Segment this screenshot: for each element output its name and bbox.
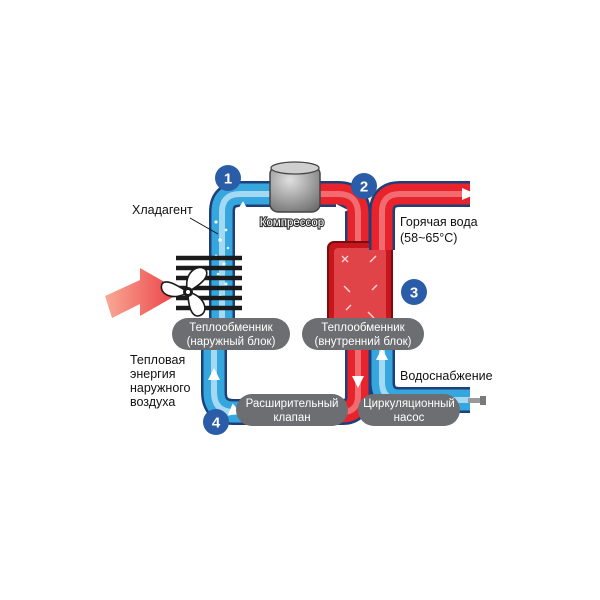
indoor-heat-exchanger-pill: Теплообменник (внутренний блок) xyxy=(302,318,424,350)
svg-text:Теплообменник: Теплообменник xyxy=(321,322,405,334)
refrigerant-label: Хладагент xyxy=(132,203,193,217)
hot-water-pipe xyxy=(369,181,470,250)
svg-text:Циркуляционный: Циркуляционный xyxy=(363,398,455,410)
svg-text:клапан: клапан xyxy=(273,412,310,424)
water-supply-label: Водоснабжение xyxy=(400,369,493,383)
step-badge-1: 1 xyxy=(215,165,241,191)
svg-text:Расширительный: Расширительный xyxy=(246,398,339,410)
hot-water-label: Горячая вода xyxy=(400,215,478,229)
svg-text:3: 3 xyxy=(410,285,418,302)
ambient-heat-arrow xyxy=(105,268,182,318)
hot-water-temp-label: (58~65°C) xyxy=(400,231,457,245)
step-badge-3: 3 xyxy=(401,279,427,305)
svg-text:(внутренний блок): (внутренний блок) xyxy=(314,336,411,348)
svg-text:насос: насос xyxy=(394,412,425,424)
expansion-valve-pill: Расширительный клапан xyxy=(236,394,348,426)
circulation-pump-pill: Циркуляционный насос xyxy=(358,394,460,426)
svg-text:Теплообменник: Теплообменник xyxy=(189,322,273,334)
refrigerant-leader-line xyxy=(189,217,219,235)
step-badge-4: 4 xyxy=(203,409,229,435)
svg-text:4: 4 xyxy=(212,415,221,432)
compressor-label: Компрессор xyxy=(260,217,324,229)
ambient-heat-label-1: Тепловая xyxy=(130,353,185,367)
ambient-heat-label-2: энергия xyxy=(130,367,176,381)
fan-icon xyxy=(160,266,208,317)
svg-text:2: 2 xyxy=(360,179,368,196)
svg-text:(наружный блок): (наружный блок) xyxy=(187,336,276,348)
ambient-heat-label-3: наружного xyxy=(130,381,191,395)
step-badge-2: 2 xyxy=(351,173,377,199)
svg-text:1: 1 xyxy=(224,171,232,188)
ambient-heat-label-4: воздуха xyxy=(130,395,175,409)
compressor-icon xyxy=(269,161,321,213)
outdoor-heat-exchanger-pill: Теплообменник (наружный блок) xyxy=(172,318,290,350)
